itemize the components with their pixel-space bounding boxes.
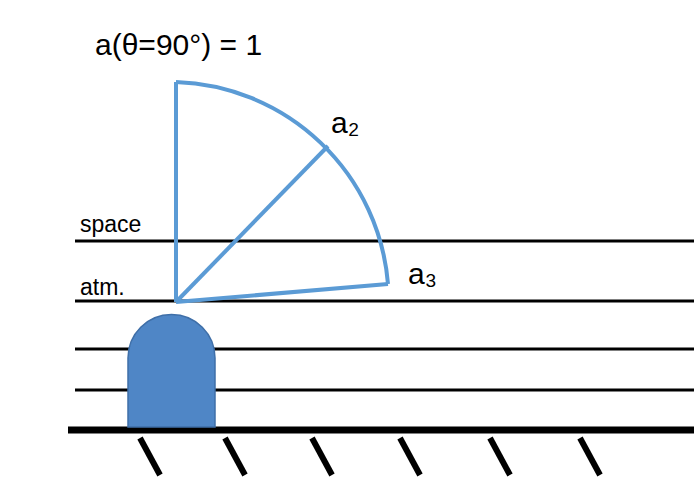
sector-label: a₃ bbox=[408, 259, 437, 289]
layer-line bbox=[75, 300, 694, 303]
title-label: a(θ=90°) = 1 bbox=[95, 30, 262, 60]
sector-radius bbox=[176, 146, 328, 302]
ground-hatch bbox=[140, 438, 160, 475]
layer-line bbox=[75, 240, 694, 243]
ground-hatch bbox=[312, 438, 332, 475]
sector-arc bbox=[176, 82, 388, 284]
sector-edge bbox=[174, 82, 178, 302]
layer-label: space bbox=[80, 213, 141, 236]
sector-label: a₂ bbox=[331, 108, 359, 138]
ground-hatch bbox=[225, 438, 245, 475]
sector-edge bbox=[176, 284, 388, 302]
ground-hatch bbox=[400, 438, 420, 475]
detector-dome bbox=[128, 315, 215, 428]
ground-hatch bbox=[580, 438, 600, 475]
layer-label: atm. bbox=[80, 276, 125, 299]
ground-hatch bbox=[490, 438, 510, 475]
